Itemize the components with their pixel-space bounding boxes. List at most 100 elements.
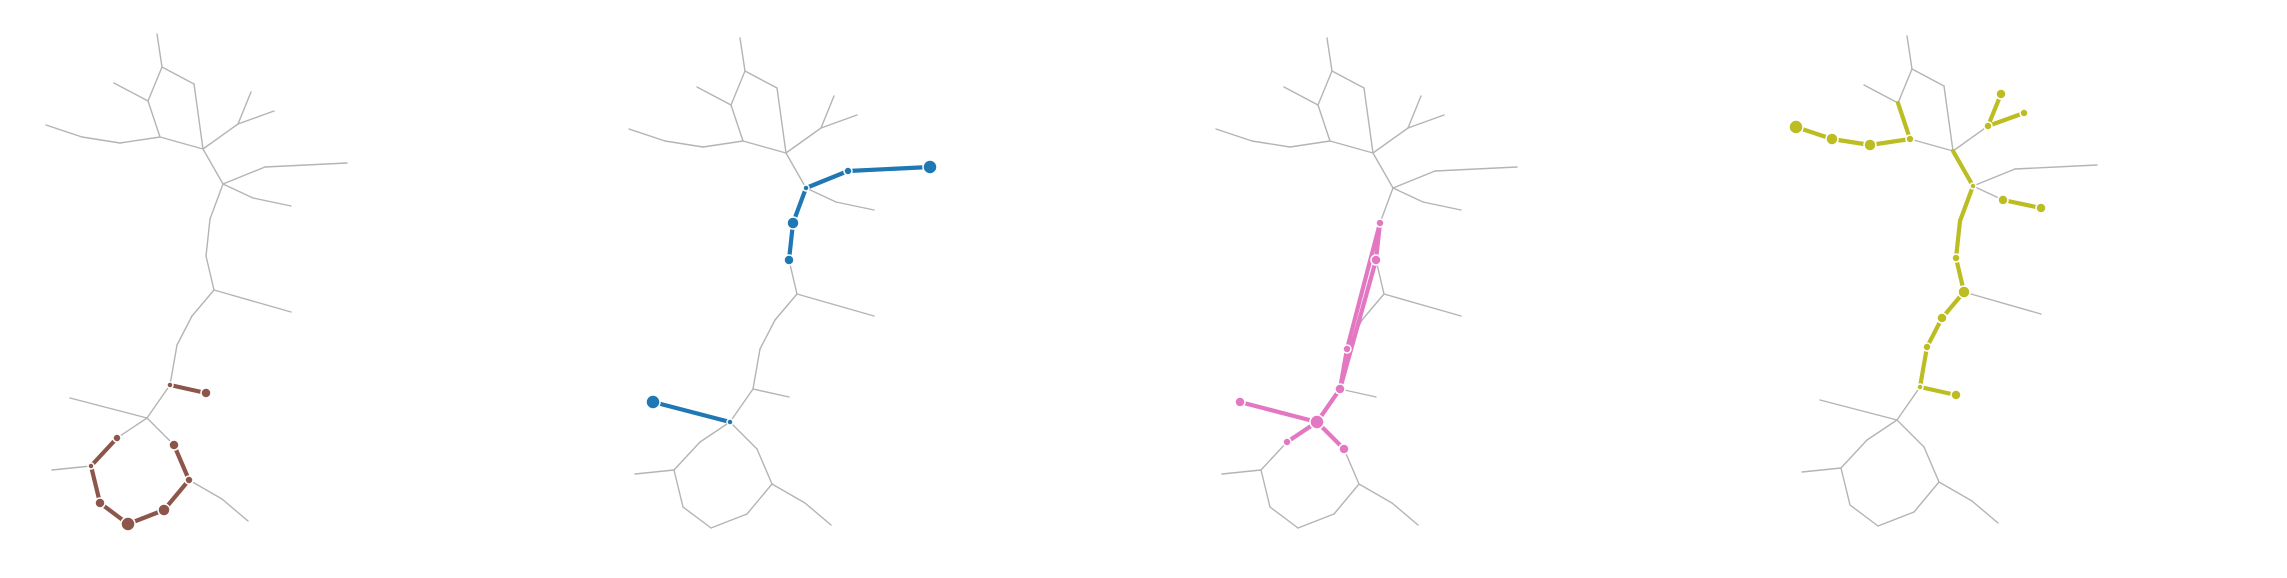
tree-edge (774, 293, 798, 321)
tree-edge (1971, 500, 1999, 524)
tree-edge (1840, 439, 1868, 469)
tree-edge (1269, 506, 1299, 529)
tree-edge (1289, 140, 1331, 148)
graph-node (184, 475, 194, 485)
graph-node (645, 394, 661, 410)
tree-edge (1407, 114, 1445, 129)
tree-edge (820, 95, 835, 129)
graph-node (200, 387, 212, 399)
highlighted-edge (1950, 148, 1976, 189)
graph-node (1916, 383, 1924, 391)
highlighted-edge (1985, 110, 2027, 129)
tree-edge (820, 114, 858, 129)
tree-edge (1906, 35, 1913, 70)
tree-edge (1392, 170, 1436, 189)
tree-edge (51, 465, 92, 471)
tree-edge (146, 384, 171, 419)
highlighted-path (1237, 220, 1383, 452)
tree-edge (710, 513, 748, 529)
highlighted-edge (1953, 218, 1963, 261)
highlighted-edge (1957, 183, 1976, 224)
tree-edge (237, 110, 275, 125)
tree-edge (1819, 399, 1898, 421)
tree-edge (169, 344, 178, 386)
tree-edge (1383, 293, 1462, 317)
tree-edge (702, 140, 744, 148)
highlighted-nodes (1234, 218, 1385, 455)
graph-node (1995, 88, 2007, 100)
tree-edge (81, 136, 121, 144)
tree-edge (730, 70, 746, 106)
tree-edge (759, 319, 776, 350)
graph-node (1905, 134, 1915, 144)
graph-node (1788, 119, 1804, 135)
graph-node (1825, 132, 1839, 146)
highlighted-edge (167, 382, 209, 396)
tree-edge (729, 421, 758, 450)
graph-node (726, 418, 734, 426)
tree-edge (264, 162, 348, 168)
graph-node (1863, 138, 1877, 152)
highlighted-nodes (1788, 88, 2047, 401)
tree-edge (156, 33, 163, 68)
tree-edge (634, 469, 675, 475)
tree-graph-panel-4 (1788, 35, 2098, 527)
graph-node (1983, 121, 1993, 131)
base-tree-edges (1215, 37, 1518, 529)
tree-edge (45, 124, 83, 138)
graph-node (112, 433, 122, 443)
tree-edge (1215, 128, 1253, 142)
tree-edge (113, 82, 149, 102)
tree-edge (193, 83, 204, 150)
tree-edge (1866, 419, 1898, 441)
highlighted-edge (1344, 220, 1383, 352)
highlighted-edge (1337, 257, 1379, 392)
tree-graph-panel-2 (628, 37, 938, 529)
tree-edge (221, 498, 249, 522)
panel-olive-highlight (1752, 0, 2287, 578)
tree-edge (1331, 70, 1365, 89)
graph-node (786, 216, 800, 230)
tree-edge (209, 183, 224, 220)
tree-edge (1840, 467, 1851, 506)
tree-edge (1379, 187, 1394, 224)
graph-node (802, 184, 810, 192)
graph-node (783, 254, 795, 266)
tree-edge (730, 104, 744, 142)
tree-edge (699, 421, 731, 443)
tree-edge (785, 152, 807, 189)
tree-edge (176, 315, 193, 346)
tree-edge (1221, 469, 1262, 475)
graph-node (922, 159, 938, 175)
tree-edge (796, 293, 875, 317)
graph-node (1234, 396, 1246, 408)
tree-edge (1343, 448, 1360, 485)
tree-edge (1372, 152, 1394, 189)
highlighted-path (650, 164, 933, 425)
tree-edge (191, 289, 215, 317)
graph-node (1969, 182, 1977, 190)
tree-edge (1938, 481, 1973, 502)
graph-node (1375, 218, 1385, 228)
graph-node (1309, 414, 1325, 430)
tree-edge (664, 140, 704, 148)
tree-edge (1877, 511, 1915, 527)
tree-edge (1326, 37, 1333, 72)
highlighted-edge (1895, 100, 1913, 142)
tree-edge (159, 136, 204, 150)
tree-edge (1297, 513, 1335, 529)
highlighted-edge (845, 164, 933, 174)
graph-node (2019, 108, 2029, 118)
tree-edge (119, 136, 161, 144)
tree-edge (1260, 469, 1271, 508)
graph-node (120, 516, 136, 532)
tree-edge (1909, 138, 1954, 152)
tree-edge (1849, 504, 1879, 527)
tree-edge (147, 100, 161, 138)
tree-edge (147, 66, 163, 102)
tree-edge (116, 417, 148, 439)
tree-edge (756, 448, 773, 485)
tree-edge (1943, 85, 1954, 152)
tree-edge (1952, 125, 1989, 152)
graph-node (166, 381, 174, 389)
